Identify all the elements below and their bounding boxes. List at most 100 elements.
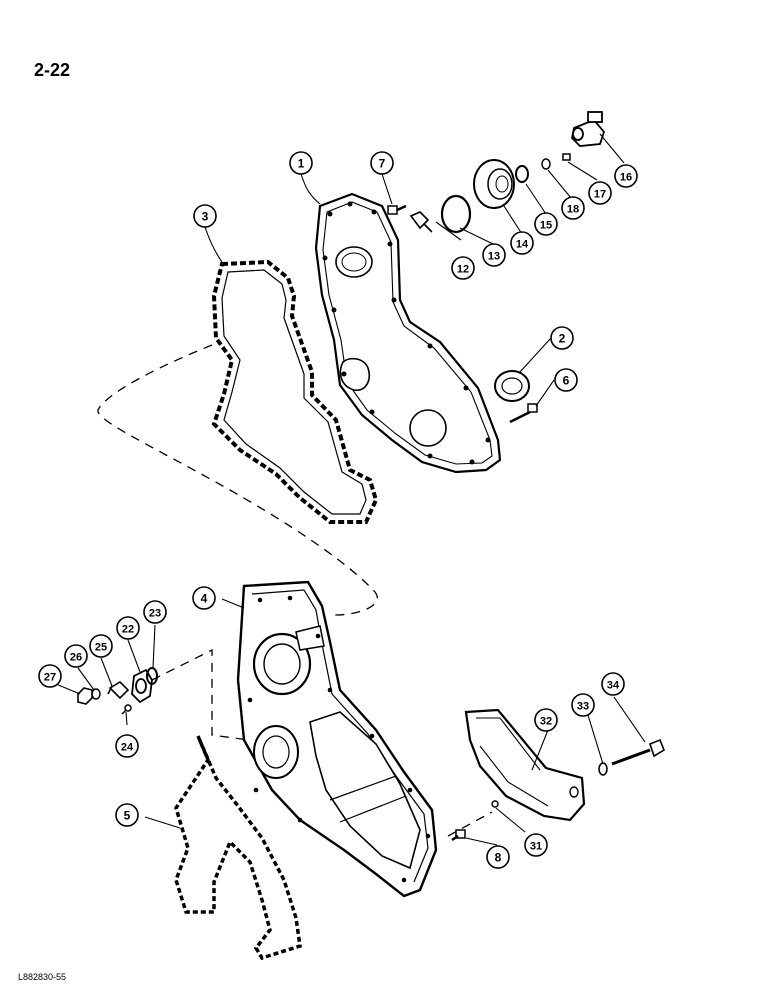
bracket-32 [464,708,586,822]
gasket-5 [174,735,302,961]
callout-number: 18 [567,204,579,216]
callout-2: 2 [550,326,574,350]
callout-31: 31 [524,833,548,857]
callout-circle [193,204,217,228]
callout-number: 22 [122,624,134,636]
callout-circle [550,326,574,350]
gear-cover-1 [314,192,502,474]
callout-group: 1234567812131415161718222324252627313233… [38,151,638,869]
gasket-3 [211,259,379,524]
callout-4: 4 [192,586,216,610]
o-ring-23 [146,667,158,685]
callout-3: 3 [193,204,217,228]
callout-circle [554,368,578,392]
callout-13: 13 [482,243,506,267]
fitting-12 [409,211,433,233]
callout-number: 6 [563,374,570,388]
nut-27 [77,687,93,705]
plug-17 [562,153,571,161]
callout-circle [614,164,638,188]
washer-26 [91,688,101,700]
seal-2 [494,370,530,402]
bolt-34 [611,738,665,766]
callout-33: 33 [571,693,595,717]
callout-27: 27 [38,664,62,688]
callout-number: 32 [540,716,552,728]
callout-number: 17 [594,189,606,201]
callout-number: 23 [149,608,161,620]
callout-24: 24 [115,734,139,758]
callout-number: 3 [202,210,209,224]
reference-code: L882830-55 [18,972,67,982]
callout-number: 4 [201,592,208,606]
callout-circle [524,833,548,857]
callout-16: 16 [614,164,638,188]
callout-circle [38,664,62,688]
cover-plate-22 [131,668,153,704]
callout-22: 22 [116,616,140,640]
callout-number: 5 [124,809,131,823]
callout-number: 12 [457,264,469,276]
callout-circle [510,231,534,255]
bolt-7 [387,204,407,215]
callout-number: 24 [121,742,134,754]
washer-18 [541,158,551,170]
callout-circle [482,243,506,267]
o-ring-13 [440,194,472,234]
callout-circle [561,196,585,220]
callout-circle [116,616,140,640]
callout-26: 26 [64,644,88,668]
washer-33 [598,762,608,776]
callout-14: 14 [510,231,534,255]
callout-number: 27 [44,672,56,684]
callout-23: 23 [143,600,167,624]
callout-number: 31 [530,841,542,853]
callout-number: 25 [95,642,107,654]
callout-8: 8 [486,845,510,869]
callout-circle [143,600,167,624]
callout-circle [89,634,113,658]
callout-12: 12 [451,256,475,280]
callout-number: 13 [488,251,500,263]
bolt-8 [451,829,466,842]
callout-circle [588,181,612,205]
elbow-fitting-16 [571,111,606,147]
callout-25: 25 [89,634,113,658]
callout-number: 15 [540,220,552,232]
callout-circle [115,803,139,827]
callout-circle [64,644,88,668]
seal-14 [473,159,515,209]
ring-15 [515,165,529,183]
callout-number: 26 [70,652,82,664]
callout-number: 7 [379,157,386,171]
callout-number: 16 [620,172,632,184]
washer-31 [491,800,499,808]
leader-lines [55,133,646,846]
callout-5: 5 [115,803,139,827]
callout-18: 18 [561,196,585,220]
screw-24 [121,704,132,715]
callout-7: 7 [370,151,394,175]
callout-circle [451,256,475,280]
callout-17: 17 [588,181,612,205]
callout-number: 14 [516,239,529,251]
callout-circle [534,708,558,732]
callout-circle [534,212,558,236]
page-number: 2-22 [34,60,71,80]
callout-number: 34 [607,680,620,692]
callout-6: 6 [554,368,578,392]
callout-1: 1 [289,151,313,175]
bolt-6 [509,403,538,424]
callout-circle [192,586,216,610]
callout-circle [115,734,139,758]
callout-circle [486,845,510,869]
callout-number: 1 [298,157,305,171]
callout-32: 32 [534,708,558,732]
gear-housing-4 [236,580,438,898]
callout-circle [370,151,394,175]
callout-number: 8 [495,851,502,865]
callout-number: 2 [559,332,566,346]
callout-34: 34 [601,672,625,696]
